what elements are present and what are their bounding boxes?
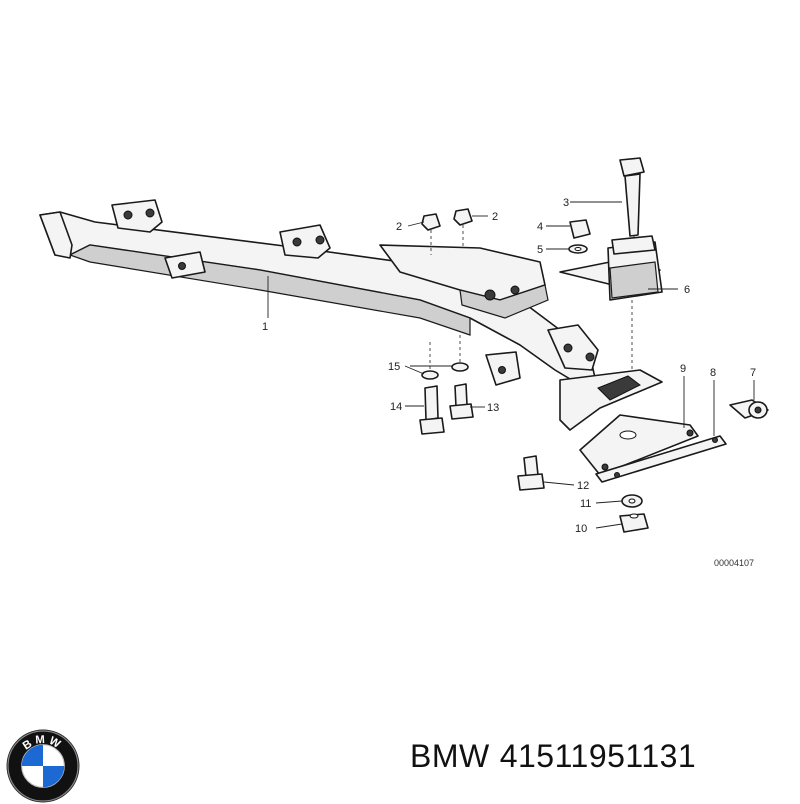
callout-14: 14 bbox=[390, 401, 402, 413]
callout-9: 9 bbox=[680, 363, 686, 375]
callout-3: 3 bbox=[563, 197, 569, 209]
svg-text:BMW: BMW bbox=[21, 734, 65, 753]
nut-and-washer bbox=[568, 219, 591, 254]
callout-2-left: 2 bbox=[396, 221, 402, 233]
hex-bolt bbox=[619, 157, 645, 258]
callout-15: 15 bbox=[388, 361, 400, 373]
callout-5: 5 bbox=[537, 244, 543, 256]
socket-bolt bbox=[729, 399, 769, 419]
callout-4: 4 bbox=[537, 221, 543, 233]
part-number: 41511951131 bbox=[499, 738, 697, 774]
rubber-mount bbox=[559, 235, 663, 370]
callout-2-right: 2 bbox=[492, 211, 498, 223]
callout-13: 13 bbox=[487, 402, 499, 414]
callout-7: 7 bbox=[750, 367, 756, 379]
drawing-code: 00004107 bbox=[714, 558, 754, 568]
leader-lines bbox=[267, 201, 755, 529]
brand-name: BMW bbox=[410, 738, 490, 774]
lower-bolts bbox=[419, 335, 474, 435]
callout-11: 11 bbox=[580, 498, 591, 510]
nut-pair bbox=[421, 208, 473, 255]
callout-6: 6 bbox=[684, 284, 690, 296]
bmw-logo: BMW bbox=[6, 729, 80, 803]
bolt-twelve bbox=[517, 455, 545, 491]
callout-10: 10 bbox=[575, 523, 587, 535]
callout-8: 8 bbox=[710, 367, 716, 379]
callout-1: 1 bbox=[262, 321, 268, 333]
callout-12: 12 bbox=[577, 480, 589, 492]
subframe-crossmember bbox=[39, 199, 663, 431]
washer-and-nut bbox=[619, 494, 649, 533]
logo-letters: BMW bbox=[21, 734, 62, 753]
support-bracket bbox=[579, 414, 727, 483]
